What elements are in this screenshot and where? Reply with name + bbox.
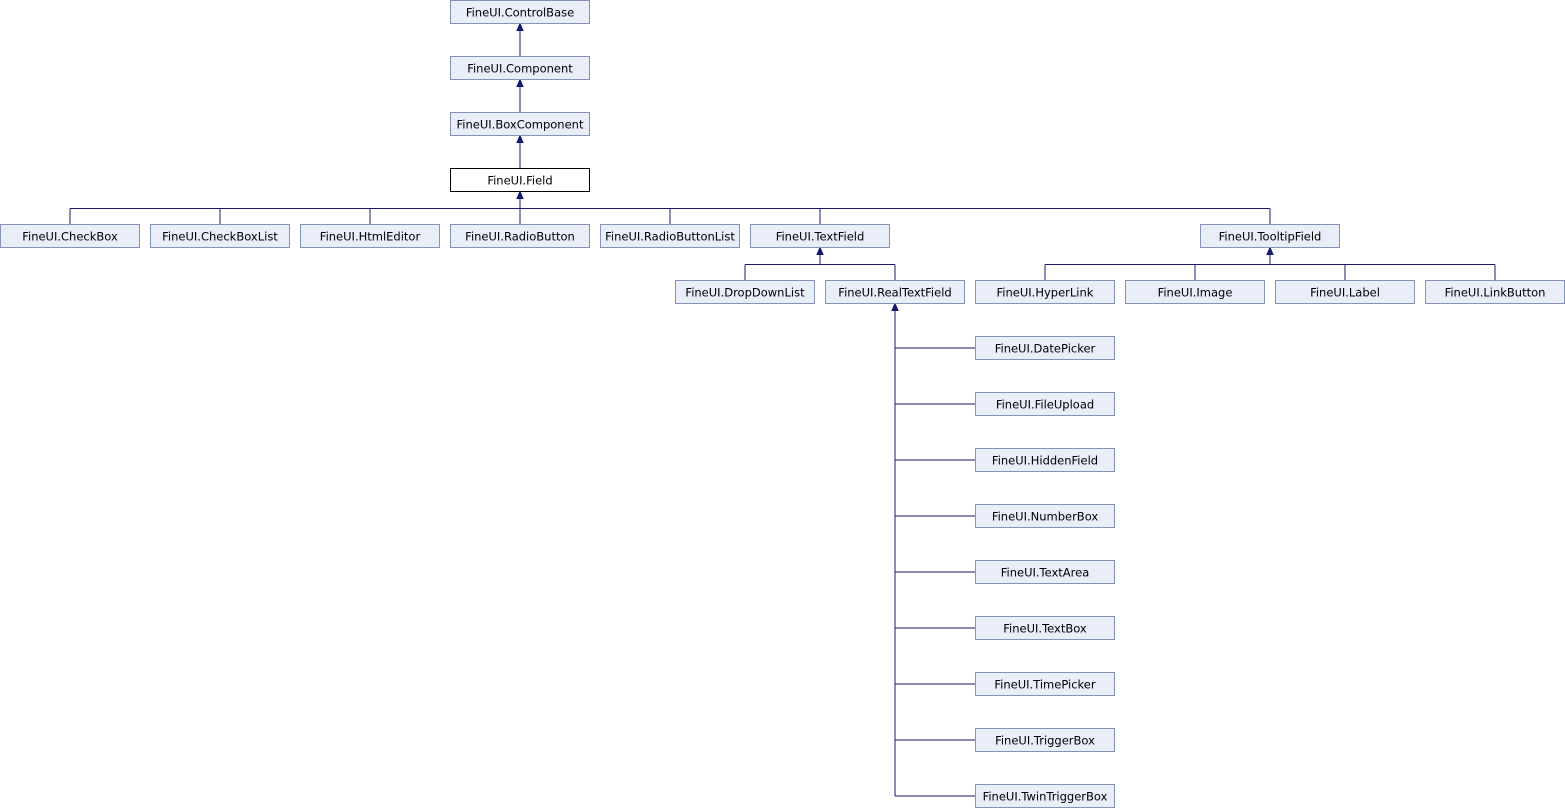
class-node-radiobuttonlist[interactable]: FineUI.RadioButtonList [600,224,740,248]
class-label: FineUI.Field [487,174,552,188]
class-node-radiobutton[interactable]: FineUI.RadioButton [450,224,590,248]
class-node-textfield[interactable]: FineUI.TextField [750,224,890,248]
class-box [450,224,590,248]
class-box [975,392,1115,416]
class-label: FineUI.DropDownList [685,286,805,300]
class-node-textarea[interactable]: FineUI.TextArea [975,560,1115,584]
class-label: FineUI.DatePicker [995,342,1096,356]
class-label: FineUI.TextBox [1003,622,1087,636]
class-node-field: FineUI.Field [450,168,590,192]
class-box [750,224,890,248]
arrowhead-component [516,78,524,87]
class-label: FineUI.TimePicker [994,678,1095,692]
class-node-timepicker[interactable]: FineUI.TimePicker [975,672,1115,696]
class-box [975,616,1115,640]
class-box [1125,280,1265,304]
arrowhead-controlbase [516,22,524,31]
class-label: FineUI.CheckBoxList [162,230,278,244]
class-label: FineUI.BoxComponent [457,118,584,132]
class-node-twintriggerbox[interactable]: FineUI.TwinTriggerBox [975,784,1115,808]
class-node-checkbox[interactable]: FineUI.CheckBox [0,224,140,248]
class-box [975,560,1115,584]
class-node-linkbutton[interactable]: FineUI.LinkButton [1425,280,1565,304]
class-node-textbox[interactable]: FineUI.TextBox [975,616,1115,640]
class-label: FineUI.RadioButtonList [605,230,735,244]
class-label: FineUI.RadioButton [465,230,575,244]
class-node-image[interactable]: FineUI.Image [1125,280,1265,304]
class-node-fileupload[interactable]: FineUI.FileUpload [975,392,1115,416]
class-box [450,56,590,80]
class-box [975,672,1115,696]
class-node-boxcomponent[interactable]: FineUI.BoxComponent [450,112,590,136]
class-label: FineUI.HtmlEditor [320,230,421,244]
class-box [600,224,740,248]
class-box [975,280,1115,304]
class-box [975,336,1115,360]
arrowhead-textfield [816,246,824,255]
class-box [975,504,1115,528]
class-box [450,0,590,24]
class-label: FineUI.TriggerBox [995,734,1095,748]
class-node-checkboxlist[interactable]: FineUI.CheckBoxList [150,224,290,248]
class-label: FineUI.TooltipField [1219,230,1322,244]
class-label: FineUI.Label [1310,286,1380,300]
class-label: FineUI.Component [467,62,573,76]
class-node-triggerbox[interactable]: FineUI.TriggerBox [975,728,1115,752]
arrowhead-boxcomponent [516,134,524,143]
class-label: FineUI.LinkButton [1445,286,1546,300]
class-label: FineUI.HiddenField [992,454,1098,468]
class-box [1275,280,1415,304]
class-box [450,112,590,136]
class-node-component[interactable]: FineUI.Component [450,56,590,80]
class-label: FineUI.TextField [776,230,865,244]
arrowhead-realtextfield [891,302,899,311]
class-box [0,224,140,248]
class-node-dropdownlist[interactable]: FineUI.DropDownList [675,280,815,304]
edges-layer [69,22,1496,797]
class-node-hyperlink[interactable]: FineUI.HyperLink [975,280,1115,304]
class-label: FineUI.TwinTriggerBox [983,790,1108,804]
class-node-htmleditor[interactable]: FineUI.HtmlEditor [300,224,440,248]
class-box [150,224,290,248]
arrowhead-tooltipfield [1266,246,1274,255]
arrowhead-field [516,190,524,199]
class-label: FineUI.ControlBase [466,6,574,20]
class-label: FineUI.FileUpload [996,398,1094,412]
class-box [450,168,590,192]
class-label: FineUI.CheckBox [22,230,118,244]
class-node-hiddenfield[interactable]: FineUI.HiddenField [975,448,1115,472]
class-box [825,280,965,304]
class-node-realtextfield[interactable]: FineUI.RealTextField [825,280,965,304]
class-label: FineUI.RealTextField [838,286,951,300]
class-node-datepicker[interactable]: FineUI.DatePicker [975,336,1115,360]
class-label: FineUI.NumberBox [992,510,1099,524]
class-node-tooltipfield[interactable]: FineUI.TooltipField [1200,224,1340,248]
class-label: FineUI.HyperLink [997,286,1094,300]
class-box [975,728,1115,752]
class-label: FineUI.Image [1158,286,1233,300]
class-box [1200,224,1340,248]
class-node-numberbox[interactable]: FineUI.NumberBox [975,504,1115,528]
class-box [300,224,440,248]
class-node-controlbase[interactable]: FineUI.ControlBase [450,0,590,24]
class-box [975,448,1115,472]
class-box [675,280,815,304]
class-node-label[interactable]: FineUI.Label [1275,280,1415,304]
class-label: FineUI.TextArea [1001,566,1090,580]
